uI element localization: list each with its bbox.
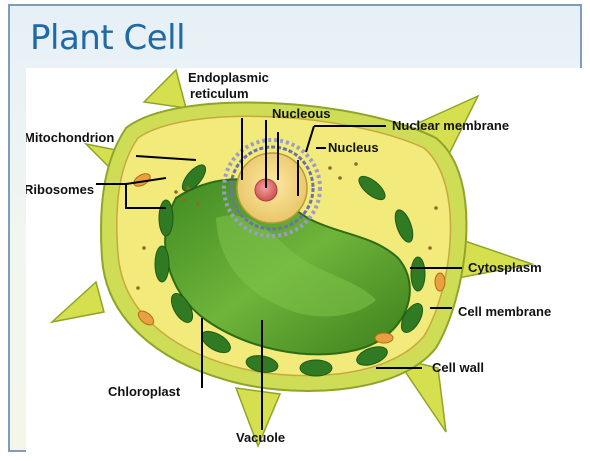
label-nucleous: Nucleous <box>272 106 331 121</box>
label-endoplasmic-line1: Endoplasmic <box>188 70 269 85</box>
label-chloroplast: Chloroplast <box>108 384 181 399</box>
label-cell-membrane: Cell membrane <box>458 304 551 319</box>
plant-cell-diagram: Endoplasmic reticulum Nucleous Nuclear m… <box>26 68 582 456</box>
label-mitochondrion: Mitochondrion <box>26 130 114 145</box>
label-ribosomes: Ribosomes <box>26 182 94 197</box>
label-endoplasmic-line2: reticulum <box>190 86 249 101</box>
slide-title: Plant Cell <box>30 18 185 58</box>
plant-cell-figure: Endoplasmic reticulum Nucleous Nuclear m… <box>26 68 582 456</box>
label-nucleus: Nucleus <box>328 140 379 155</box>
label-vacuole: Vacuole <box>236 430 285 445</box>
label-cell-wall: Cell wall <box>432 360 484 375</box>
label-nuclear-membrane: Nuclear membrane <box>392 118 509 133</box>
label-cytosplasm: Cytosplasm <box>468 260 542 275</box>
